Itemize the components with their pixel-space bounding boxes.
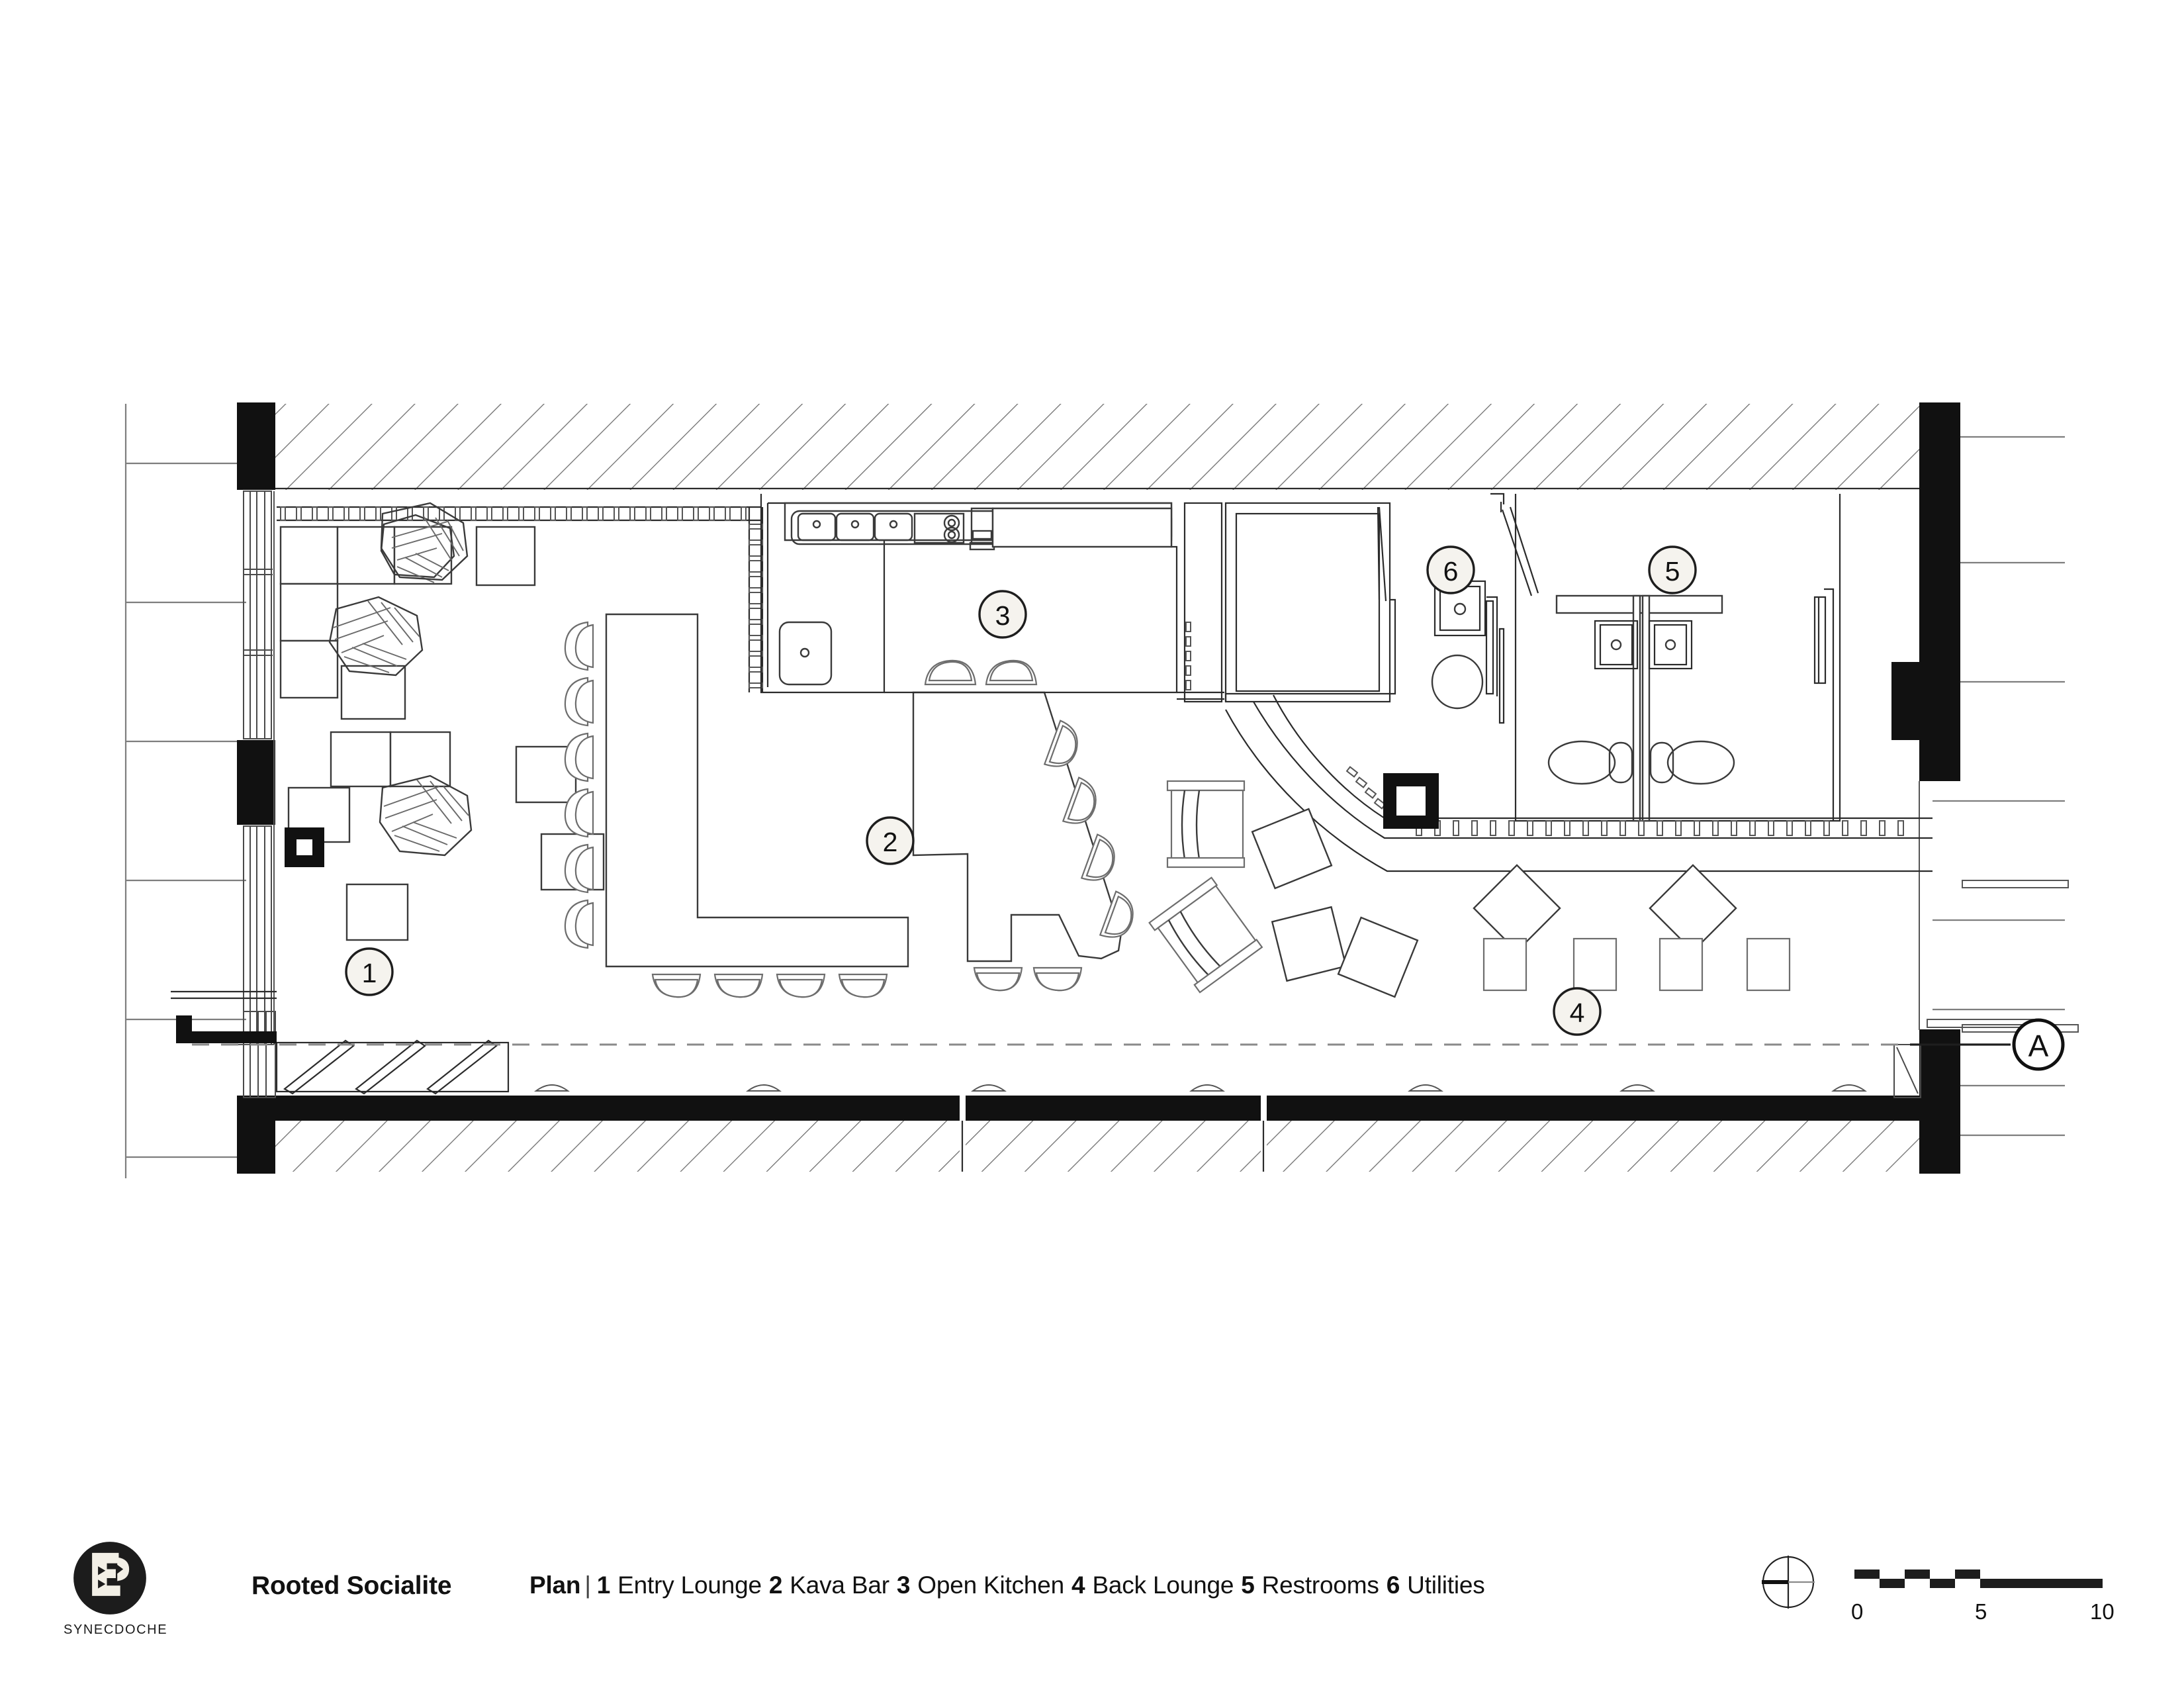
hand-sink (778, 621, 833, 686)
round-rug (328, 596, 424, 677)
legend-num-1: 1 (596, 1571, 611, 1599)
entry-lounge-furniture (279, 502, 605, 941)
project-title: Rooted Socialite (251, 1571, 452, 1600)
back-lounge-banquette (1225, 694, 1933, 872)
studio-name: SYNECDOCHE (64, 1622, 168, 1637)
bar-stool (564, 732, 594, 782)
bar-stool (985, 659, 1038, 686)
scale-tick-10: 10 (2090, 1599, 2115, 1624)
utility-sink (1433, 580, 1486, 637)
north-arrow-icon (1762, 1556, 1815, 1609)
restrooms (1514, 494, 1841, 822)
bar-stool (1080, 833, 1115, 881)
bar-stool (1043, 720, 1078, 767)
room-tag-label: 6 (1443, 556, 1459, 586)
angled-bar-counter (912, 659, 1134, 992)
legend-num-4: 4 (1071, 1571, 1085, 1599)
scale-graphics (1762, 1556, 2103, 1609)
range-burners (913, 512, 965, 544)
structural-walls (237, 402, 1960, 1174)
room-tag-open-kitchen: 3 (978, 590, 1027, 639)
legend-num-2: 2 (768, 1571, 783, 1599)
scale-area: 0 5 10 (1760, 1549, 2131, 1668)
legend-label-6: Utilities (1407, 1571, 1485, 1599)
slat-screen-north (277, 506, 764, 692)
west-curtainwall-glazing (238, 491, 276, 1098)
bar-stool (1062, 776, 1097, 824)
structural-column (1383, 773, 1439, 829)
round-rug (379, 774, 473, 857)
legend-label-2: Kava Bar (790, 1571, 889, 1599)
synecdoche-logo-mark (73, 1542, 146, 1615)
room-tag-label: 2 (883, 827, 898, 857)
studio-logo: SYNECDOCHE (64, 1541, 168, 1638)
bar-stool (973, 966, 1023, 992)
scale-tick-5: 5 (1975, 1599, 1987, 1624)
room-tag-utilities: 6 (1426, 545, 1475, 594)
bar-stool (564, 788, 594, 838)
bar-stool (564, 677, 594, 727)
bar-stool (838, 973, 888, 998)
structural-column (285, 827, 324, 867)
room-tag-entry-lounge: 1 (345, 947, 394, 996)
toilet (1649, 740, 1735, 785)
scale-tick-0: 0 (1851, 1599, 1864, 1624)
bar-stool (651, 973, 702, 998)
legend-num-3: 3 (896, 1571, 911, 1599)
utilities-room (1183, 492, 1539, 724)
lounge-chairs (1148, 780, 1263, 994)
bar-stool (776, 973, 826, 998)
room-tag-kava-bar: 2 (866, 816, 915, 865)
room-tags: 1 2 3 4 5 6 (345, 545, 1697, 1036)
room-tag-label: 4 (1570, 998, 1585, 1028)
lavatory (1594, 620, 1639, 670)
bar-stool (924, 659, 977, 686)
legend-label-3: Open Kitchen (917, 1571, 1065, 1599)
east-wall-elements (1893, 781, 2079, 1098)
south-wall-openings (533, 1084, 1868, 1092)
three-compartment-sink (797, 512, 913, 541)
toilet (1547, 740, 1633, 785)
section-cut-line (192, 1019, 2034, 1046)
room-tag-label: 3 (995, 600, 1011, 631)
lounge-chair (1148, 876, 1263, 994)
bar-stool (564, 899, 594, 949)
section-marker-a: A (2012, 1018, 2065, 1071)
legend-label-4: Back Lounge (1092, 1571, 1234, 1599)
room-tag-label: 5 (1665, 556, 1680, 586)
entry-doors (171, 990, 510, 1095)
drawing-type-label: Plan (529, 1571, 581, 1599)
legend-label-1: Entry Lounge (617, 1571, 762, 1599)
lounge-chair (1166, 780, 1246, 868)
section-marker-label: A (2028, 1029, 2049, 1063)
room-tag-label: 1 (362, 958, 377, 988)
scattered-tables (1251, 808, 1791, 998)
open-kitchen (760, 494, 1224, 700)
bar-stool (564, 843, 594, 894)
bar-stool (564, 621, 594, 671)
scale-bar (1854, 1570, 2103, 1588)
room-tag-restrooms: 5 (1648, 545, 1697, 594)
legend-num-6: 6 (1386, 1571, 1400, 1599)
bar-stool (1099, 890, 1134, 938)
bar-stool (1032, 966, 1083, 992)
legend-num-5: 5 (1241, 1571, 1255, 1599)
kava-bar-counter (564, 613, 909, 998)
round-rug (380, 502, 469, 583)
water-heater (1431, 654, 1484, 710)
legend-label-5: Restrooms (1261, 1571, 1379, 1599)
bar-stool (713, 973, 764, 998)
lavatory (1648, 620, 1693, 670)
room-tag-back-lounge: 4 (1553, 987, 1602, 1036)
legend-separator: | (584, 1571, 591, 1599)
